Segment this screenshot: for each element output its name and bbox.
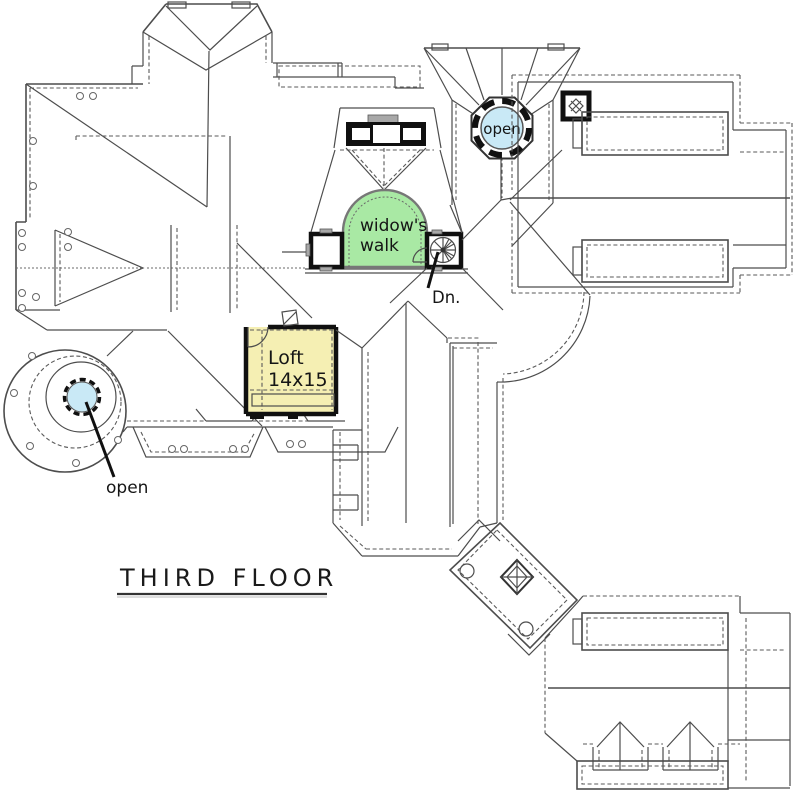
bottom-wing-roof bbox=[544, 595, 791, 790]
widows-walk-area: widow's walk bbox=[282, 188, 468, 274]
loft-room: Loft 14x15 bbox=[243, 309, 363, 419]
widows-walk-label-line2: walk bbox=[360, 236, 399, 256]
loft-label: Loft bbox=[268, 347, 304, 369]
down-leader-line bbox=[426, 251, 440, 289]
chimney-top-right bbox=[560, 90, 592, 122]
open-turret-bottom bbox=[66, 381, 98, 413]
lower-eave-band bbox=[127, 408, 399, 458]
right-wing-bottom-dormer bbox=[572, 239, 729, 283]
widows-walk-label-line1: widow's bbox=[360, 216, 427, 236]
loft-size-label: 14x15 bbox=[268, 369, 328, 391]
floor-title-group: THIRD FLOOR bbox=[117, 564, 338, 598]
center-roof-valleys bbox=[332, 267, 591, 557]
spiral-stair: Dn. bbox=[412, 229, 464, 307]
open-bottom-leader-line bbox=[84, 401, 116, 478]
roof-balcony-railing bbox=[310, 107, 463, 233]
right-wing-top-dormer bbox=[572, 111, 729, 156]
open-top-label: open bbox=[483, 120, 520, 138]
widows-walk-shape bbox=[341, 188, 429, 269]
diagonal-connector-roof bbox=[448, 519, 579, 656]
bottom-wing-top-dormer bbox=[572, 612, 729, 651]
down-label: Dn. bbox=[432, 288, 460, 307]
floor-title: THIRD FLOOR bbox=[119, 564, 338, 592]
skylight-diamond bbox=[499, 558, 535, 596]
round-turret: open bbox=[3, 330, 148, 498]
top-gable-roof bbox=[131, 1, 273, 208]
open-bottom-label: open bbox=[106, 478, 148, 498]
bottom-wing-gable-dormer-1 bbox=[592, 721, 649, 771]
left-roof-block bbox=[15, 83, 313, 427]
upper-flat-roof bbox=[273, 62, 424, 89]
right-wing-roof bbox=[511, 74, 793, 294]
chimney-left bbox=[305, 228, 345, 272]
bottom-wing-gable-dormer-2 bbox=[662, 721, 719, 771]
